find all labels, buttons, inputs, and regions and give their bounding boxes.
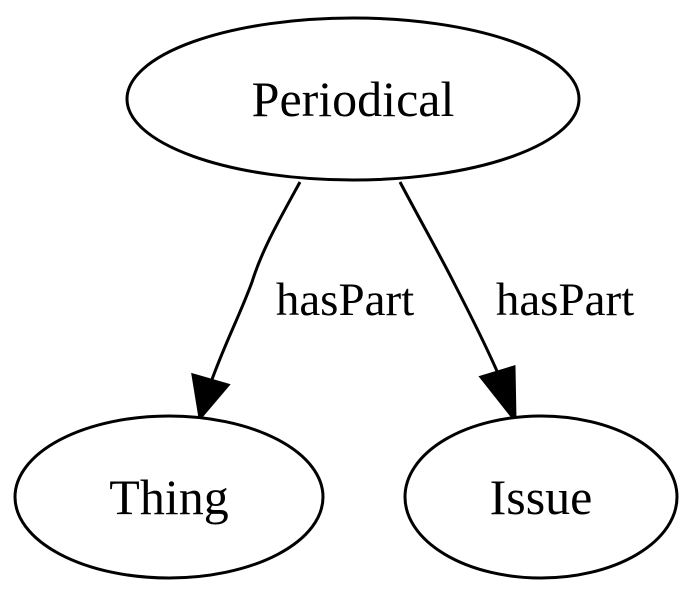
node-shape-thing bbox=[13, 414, 325, 580]
node-shape-periodical bbox=[125, 16, 581, 182]
edge-label-periodical-thing: hasPart bbox=[276, 274, 414, 326]
edge-line-periodical-issue bbox=[398, 181, 502, 379]
node-label-thing: Thing bbox=[109, 469, 228, 525]
edge-periodical-issue: hasPart bbox=[398, 181, 634, 425]
node-issue: Issue bbox=[403, 414, 679, 580]
node-thing: Thing bbox=[13, 414, 325, 580]
node-periodical: Periodical bbox=[125, 16, 581, 182]
node-label-issue: Issue bbox=[490, 469, 593, 525]
edge-line-periodical-thing bbox=[208, 181, 302, 386]
arrowhead-issue bbox=[478, 364, 517, 425]
node-label-periodical: Periodical bbox=[252, 71, 455, 127]
node-shape-issue bbox=[403, 414, 679, 580]
arrowhead-thing bbox=[191, 372, 231, 422]
edge-label-periodical-issue: hasPart bbox=[496, 274, 634, 326]
edge-periodical-thing: hasPart bbox=[191, 181, 414, 422]
